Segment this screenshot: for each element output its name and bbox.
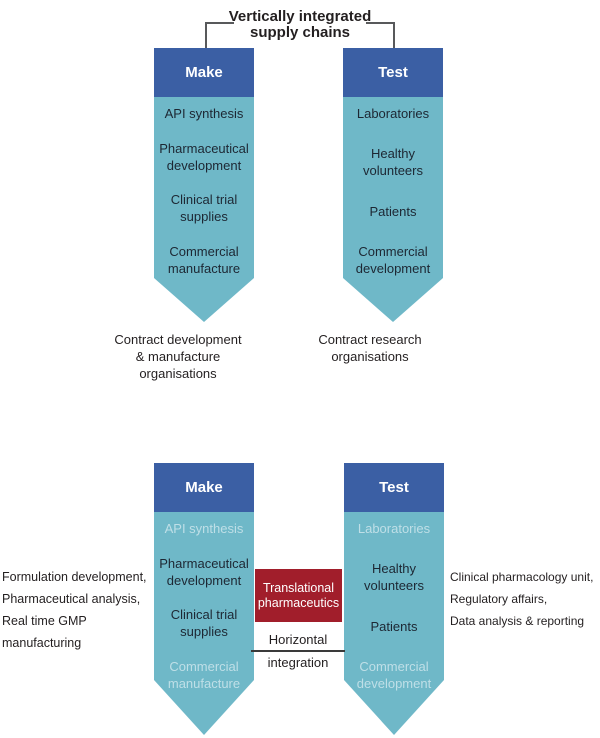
test-pennant-top-header: Test bbox=[343, 48, 443, 97]
side-text-line: Regulatory affairs, bbox=[450, 592, 548, 606]
pennant-item: Pharmaceutical development bbox=[159, 555, 249, 588]
caption-line: Contract development bbox=[114, 332, 242, 347]
side-text-line: Data analysis & reporting bbox=[450, 614, 585, 628]
make-pennant-bottom-items: API synthesis Pharmaceutical development… bbox=[154, 512, 254, 692]
test-pennant-bottom: Test Laboratories Healthy volunteers Pat… bbox=[344, 463, 444, 735]
side-text-right: Clinical pharmacology unit, Regulatory a… bbox=[450, 566, 600, 632]
horizontal-integration-line-2: integration bbox=[267, 655, 329, 670]
pennant-item-faded: Laboratories bbox=[357, 521, 431, 536]
test-pennant-bottom-header: Test bbox=[344, 463, 444, 512]
test-pennant-bottom-items: Laboratories Healthy volunteers Patients… bbox=[344, 512, 444, 692]
pennant-item: Commercial development bbox=[355, 243, 431, 276]
side-text-line: Real time GMP manufacturing bbox=[2, 614, 87, 650]
translational-pharmaceutics-label: Translational pharmaceutics bbox=[257, 580, 340, 610]
make-pennant-top: Make API synthesis Pharmaceutical develo… bbox=[154, 48, 254, 322]
caption-line: Contract research bbox=[318, 332, 422, 347]
horizontal-integration-label: Horizontal integration bbox=[248, 632, 348, 670]
bracket-left-vertical-line bbox=[205, 22, 207, 49]
caption-line: & manufacture organisations bbox=[135, 349, 221, 381]
bracket-right-horizontal-line bbox=[366, 22, 395, 24]
test-pennant-top-items: Laboratories Healthy volunteers Patients… bbox=[343, 97, 443, 277]
title-line-2: supply chains bbox=[249, 24, 351, 41]
make-pennant-bottom-header: Make bbox=[154, 463, 254, 512]
side-text-line: Pharmaceutical analysis, bbox=[2, 592, 141, 606]
side-text-line: Formulation development, bbox=[2, 570, 147, 584]
pennant-item-faded: Commercial development bbox=[356, 658, 432, 691]
pennant-item: Healthy volunteers bbox=[363, 146, 423, 179]
pennant-item-faded: Commercial manufacture bbox=[167, 658, 241, 691]
make-pennant-top-header: Make bbox=[154, 48, 254, 97]
pennant-item: Pharmaceutical development bbox=[159, 140, 249, 173]
pennant-item: Clinical trial supplies bbox=[170, 192, 238, 225]
pennant-item: Patients bbox=[369, 203, 417, 219]
pennant-item: Patients bbox=[370, 618, 418, 634]
horizontal-integration-rule bbox=[251, 650, 345, 652]
title-line-1: Vertically integrated bbox=[228, 8, 372, 25]
pennant-item-faded: API synthesis bbox=[164, 521, 244, 536]
caption-line: organisations bbox=[331, 349, 409, 364]
make-pennant-bottom: Make API synthesis Pharmaceutical develo… bbox=[154, 463, 254, 735]
test-pennant-top: Test Laboratories Healthy volunteers Pat… bbox=[343, 48, 443, 322]
translational-pharmaceutics-box: Translational pharmaceutics bbox=[255, 569, 342, 622]
bracket-right-vertical-line bbox=[393, 22, 395, 49]
pennant-item: Clinical trial supplies bbox=[170, 607, 238, 640]
caption-cro: Contract research organisations bbox=[290, 331, 450, 365]
pennant-item: Healthy volunteers bbox=[364, 561, 424, 594]
caption-cdmo: Contract development & manufacture organ… bbox=[98, 331, 258, 382]
bracket-left-horizontal-line bbox=[205, 22, 234, 24]
make-pennant-top-items: API synthesis Pharmaceutical development… bbox=[154, 97, 254, 277]
side-text-line: Clinical pharmacology unit, bbox=[450, 570, 594, 584]
diagram-title: Vertically integrated supply chains bbox=[150, 9, 450, 41]
side-text-left: Formulation development, Pharmaceutical … bbox=[2, 566, 155, 654]
pennant-item: Laboratories bbox=[356, 106, 430, 121]
horizontal-integration-line-1: Horizontal bbox=[268, 632, 328, 647]
pennant-item: API synthesis bbox=[164, 106, 244, 121]
pennant-item: Commercial manufacture bbox=[167, 243, 241, 276]
